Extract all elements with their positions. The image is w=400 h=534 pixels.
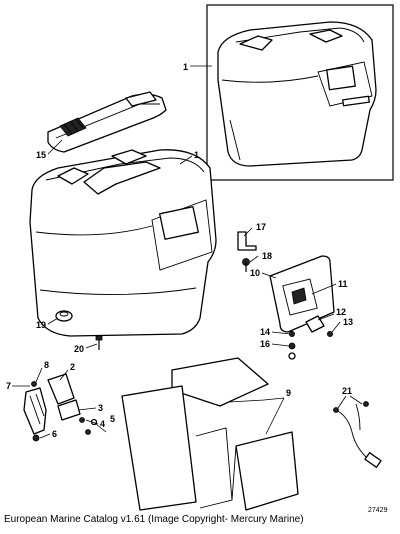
top-cover-part — [47, 91, 167, 153]
latch-part — [305, 315, 333, 337]
callout-9: 9 — [286, 388, 291, 398]
screw-part-18 — [242, 258, 250, 272]
callout-16: 16 — [260, 339, 270, 349]
leader-lines — [12, 65, 363, 439]
callout-15: 15 — [36, 150, 46, 160]
sound-panel-parts — [121, 357, 299, 511]
callout-20: 20 — [74, 344, 84, 354]
callout-1-main: 1 — [194, 150, 199, 160]
main-cowl-part — [29, 149, 217, 337]
mounting-bracket-part — [237, 231, 257, 251]
callout-3: 3 — [98, 403, 103, 413]
callout-8: 8 — [44, 360, 49, 370]
latch-assembly-parts — [23, 373, 98, 442]
washer-parts — [288, 330, 296, 360]
callout-19: 19 — [36, 320, 46, 330]
wire-harness-part — [333, 401, 382, 468]
callout-4: 4 — [100, 419, 105, 429]
callout-2: 2 — [70, 362, 75, 372]
inset-cowl-view — [206, 4, 394, 181]
callout-12: 12 — [336, 307, 346, 317]
access-panel-part — [269, 255, 335, 333]
image-caption: European Marine Catalog v1.61 (Image Cop… — [4, 514, 304, 525]
callout-5: 5 — [110, 414, 115, 424]
bolt-part-20 — [95, 335, 103, 350]
callout-13: 13 — [343, 317, 353, 327]
callout-10: 10 — [250, 268, 260, 278]
callout-6: 6 — [52, 429, 57, 439]
callout-11: 11 — [338, 279, 348, 289]
callout-1-inset: 1 — [183, 62, 188, 72]
drawing-reference-number: 27429 — [368, 507, 388, 514]
callout-numbers: 1 1 15 17 18 10 11 12 13 14 16 19 20 8 2… — [6, 62, 388, 514]
grommet-part — [55, 310, 73, 322]
callout-17: 17 — [256, 222, 266, 232]
callout-14: 14 — [260, 327, 270, 337]
callout-18: 18 — [262, 251, 272, 261]
callout-21: 21 — [342, 386, 352, 396]
callout-7: 7 — [6, 381, 11, 391]
